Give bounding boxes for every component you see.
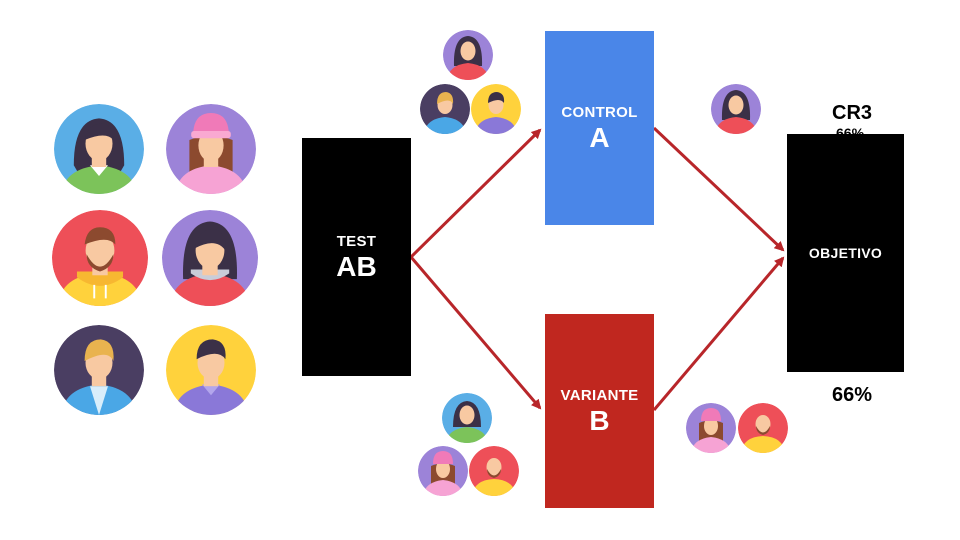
arrow-control-to-objective xyxy=(652,126,785,252)
woman-green-shirt-icon xyxy=(54,104,144,194)
man-purple-shirt-icon xyxy=(471,84,521,134)
woman-pink-beanie-icon xyxy=(418,446,468,496)
test-box-label: TEST xyxy=(336,232,377,250)
control-a-box: CONTROL A xyxy=(545,31,654,225)
hidden-percent-peek: 66% xyxy=(836,127,864,134)
bearded-man-yellow-hoodie-icon xyxy=(469,446,519,496)
arrow-test-to-variant xyxy=(409,256,542,410)
bearded-man-yellow-hoodie-icon xyxy=(738,403,788,453)
woman-red-hoodie-icon xyxy=(711,84,761,134)
woman-pink-beanie-icon xyxy=(166,104,256,194)
arrow-variant-to-objective xyxy=(652,256,785,411)
arrow-test-to-control xyxy=(409,128,542,259)
control-box-label: CONTROL xyxy=(561,103,638,121)
woman-red-hoodie-icon xyxy=(162,210,258,306)
variant-box-label: VARIANTE xyxy=(560,386,639,404)
bearded-man-yellow-hoodie-icon xyxy=(52,210,148,306)
variant-b-box: VARIANTE B xyxy=(545,314,654,508)
blond-man-blue-jacket-icon xyxy=(420,84,470,134)
control-box-title: A xyxy=(589,121,610,153)
objective-box-label: OBJETIVO xyxy=(808,245,883,261)
conversion-percent-label: 66% xyxy=(832,384,873,406)
conversion-rate-label: CR3 xyxy=(832,102,873,124)
woman-pink-beanie-icon xyxy=(686,403,736,453)
objective-box: OBJETIVO xyxy=(787,134,904,372)
woman-green-shirt-icon xyxy=(442,393,492,443)
blond-man-blue-jacket-icon xyxy=(54,325,144,415)
variant-box-title: B xyxy=(589,404,610,436)
test-box-title: AB xyxy=(336,250,377,282)
man-purple-shirt-icon xyxy=(166,325,256,415)
test-ab-box: TEST AB xyxy=(302,138,411,376)
woman-red-hoodie-icon xyxy=(443,30,493,80)
